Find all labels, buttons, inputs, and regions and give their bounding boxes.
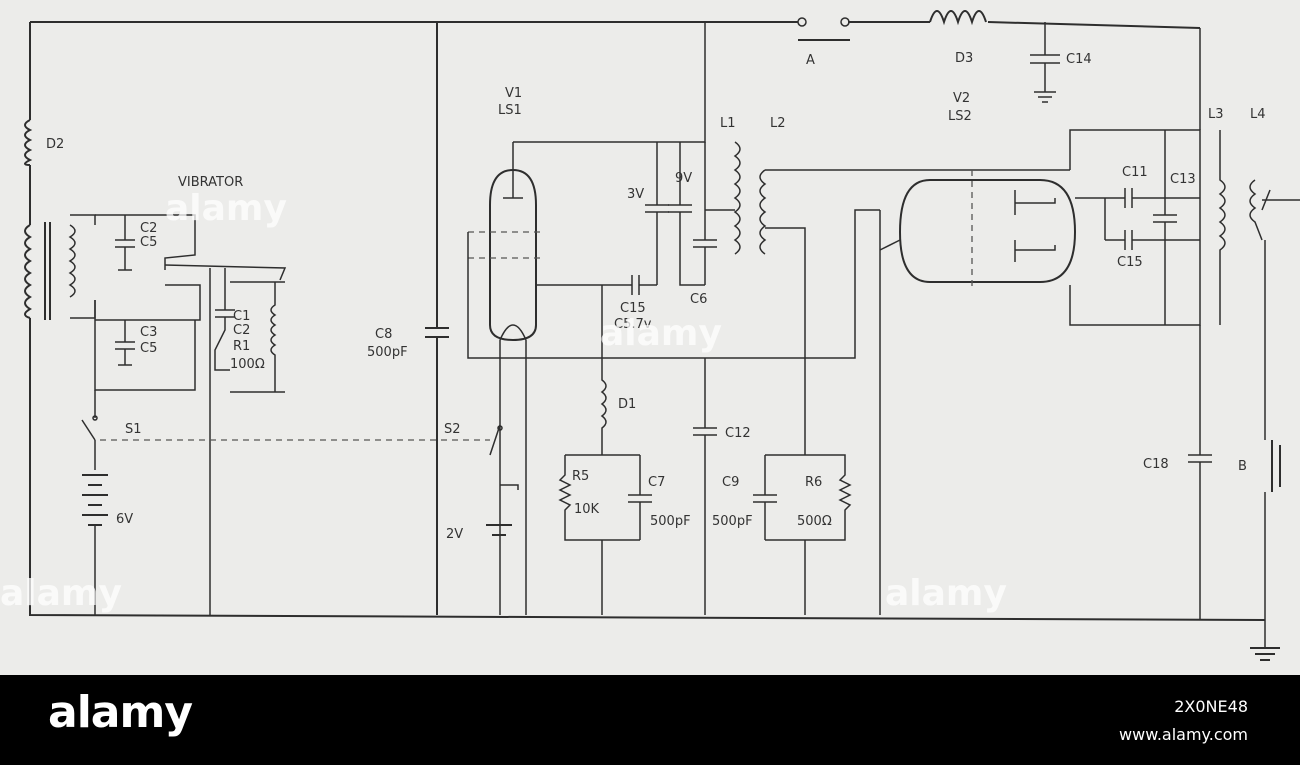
top-bus-wire xyxy=(30,21,1201,29)
valve-v1 xyxy=(467,142,880,615)
label-c5-lower: C5 xyxy=(140,341,157,356)
switch-s2 xyxy=(489,424,519,490)
label-ls1: LS1 xyxy=(498,103,522,118)
label-c15: C15 xyxy=(620,301,646,316)
choke-d3 xyxy=(929,10,987,26)
label-vibrator: VIBRATOR xyxy=(178,175,243,190)
label-c5-upper: C5 xyxy=(140,235,157,250)
label-c1: C1 xyxy=(233,309,250,324)
valve-v2 xyxy=(879,170,1077,615)
label-c8: C8 xyxy=(375,327,392,342)
label-3v: 3V xyxy=(627,187,644,202)
alamy-logo: alamy xyxy=(48,687,193,738)
capacitor-c14 xyxy=(1030,22,1060,103)
label-d1: D1 xyxy=(618,397,636,412)
label-r5: R5 xyxy=(572,469,589,484)
label-r1: R1 xyxy=(233,339,250,354)
transformer xyxy=(24,214,96,320)
switch-s1 xyxy=(81,390,98,470)
label-r1-value: 100Ω xyxy=(230,357,265,372)
label-c8-value: 500pF xyxy=(367,345,408,360)
label-c7-value: 500pF xyxy=(650,514,691,529)
label-c13: C13 xyxy=(1170,172,1196,187)
choke-d1 xyxy=(600,285,607,455)
grid-capacitor-c15 xyxy=(631,275,657,295)
output-tank-circuit xyxy=(1069,28,1300,455)
label-l1: L1 xyxy=(720,116,736,131)
watermark: alamy xyxy=(885,573,1007,614)
ground-bus-wire xyxy=(29,22,1266,621)
site-url: www.alamy.com xyxy=(1119,725,1248,744)
label-l4: L4 xyxy=(1250,107,1266,122)
label-c2-vibrator: C2 xyxy=(233,323,250,338)
label-c7: C7 xyxy=(648,475,665,490)
label-9v: 9V xyxy=(675,171,692,186)
label-l2: L2 xyxy=(770,116,786,131)
label-c3: C3 xyxy=(140,325,157,340)
ground-symbol xyxy=(1250,647,1280,661)
label-c14: C14 xyxy=(1066,52,1092,67)
switch-a xyxy=(797,17,850,41)
watermark: alamy xyxy=(0,573,122,614)
label-s2: S2 xyxy=(444,422,461,437)
label-v2: V2 xyxy=(953,91,970,106)
plate-tank-circuit xyxy=(513,22,1070,455)
label-v1: V1 xyxy=(505,86,522,101)
label-c9-value: 500pF xyxy=(712,514,753,529)
c9-r6-network xyxy=(753,454,852,615)
label-b: B xyxy=(1238,459,1247,474)
circuit-schematic: D2 VIBRATOR C2 C5 C3 C5 C1 C2 R1 100Ω S1 xyxy=(0,10,1300,661)
label-c11: C11 xyxy=(1122,165,1148,180)
watermark: alamy xyxy=(165,188,287,229)
label-r6-value: 500Ω xyxy=(797,514,832,529)
battery-2v xyxy=(486,524,512,536)
label-c6: C6 xyxy=(690,292,707,307)
label-s1: S1 xyxy=(125,422,142,437)
capacitor-c12 xyxy=(693,358,717,615)
battery-6v xyxy=(82,474,108,615)
label-6v: 6V xyxy=(116,512,133,527)
label-2v: 2V xyxy=(446,527,463,542)
label-ls2: LS2 xyxy=(948,109,972,124)
alamy-footer-bar: alamy 2X0NE48 www.alamy.com xyxy=(0,675,1300,765)
image-id: 2X0NE48 xyxy=(1174,697,1248,716)
r5-c7-network xyxy=(558,454,652,615)
label-d2: D2 xyxy=(46,137,64,152)
label-c2: C2 xyxy=(140,221,157,236)
label-a: A xyxy=(806,53,815,68)
capacitor-c18 xyxy=(1188,454,1212,620)
choke-d2 xyxy=(24,119,33,166)
label-c15-value: C5.7v xyxy=(614,317,652,332)
label-c12: C12 xyxy=(725,426,751,441)
meter-b xyxy=(1264,240,1281,648)
label-c18: C18 xyxy=(1143,457,1169,472)
vibrator-assembly xyxy=(94,214,287,615)
label-c15-output: C15 xyxy=(1117,255,1143,270)
label-l3: L3 xyxy=(1208,107,1224,122)
label-r5-value: 10K xyxy=(574,502,600,517)
capacitor-c8 xyxy=(425,22,449,615)
label-c9: C9 xyxy=(722,475,739,490)
label-r6: R6 xyxy=(805,475,822,490)
watermark: alamy xyxy=(600,313,722,354)
label-d3: D3 xyxy=(955,51,973,66)
